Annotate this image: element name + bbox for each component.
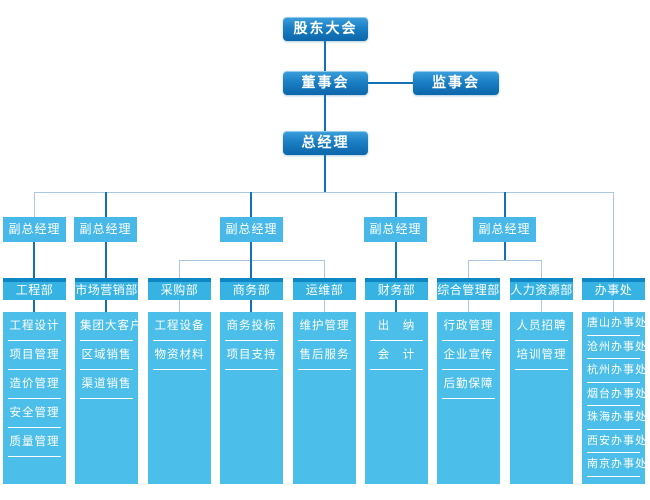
- dept-header-general-admin: 综合管理部: [437, 278, 500, 300]
- connector-line: [34, 192, 614, 193]
- org-item: 培训管理: [515, 341, 568, 370]
- dept-header-finance: 财务部: [365, 278, 428, 300]
- org-item: 会 计: [370, 341, 423, 370]
- org-item: 区域销售: [80, 341, 133, 370]
- org-item: 烟台办事处: [587, 383, 645, 406]
- connector-line: [105, 242, 107, 278]
- connector-line: [368, 82, 413, 84]
- connector-line: [250, 300, 252, 312]
- org-item: 物资材料: [153, 341, 206, 370]
- connector-line: [613, 300, 614, 312]
- org-item: 珠海办事处: [587, 406, 645, 430]
- dept-items-hr: 人员招聘培训管理: [510, 312, 573, 484]
- org-item: 渠道销售: [80, 370, 133, 399]
- connector-line: [395, 242, 397, 278]
- node-deputy-gm-4: 副总经理: [364, 217, 427, 242]
- dept-items-finance: 出 纳会 计: [365, 312, 428, 484]
- dept-items-marketing: 集团大客户区域销售渠道销售: [75, 312, 138, 484]
- org-item: 项目支持: [225, 341, 278, 370]
- dept-header-hr: 人力资源部: [510, 278, 573, 300]
- org-item: 维护管理: [298, 312, 351, 341]
- node-general-manager: 总经理: [283, 131, 368, 155]
- connector-line: [105, 192, 107, 217]
- org-item: 杭州办事处: [587, 359, 645, 383]
- connector-line: [250, 242, 252, 260]
- dept-header-operations: 运维部: [293, 278, 356, 300]
- connector-line: [324, 260, 325, 278]
- org-item: 南京办事处: [587, 453, 645, 477]
- node-shareholders-meeting: 股东大会: [283, 17, 368, 41]
- connector-line: [34, 192, 35, 217]
- dept-items-engineering: 工程设计项目管理造价管理安全管理质量管理: [3, 312, 66, 484]
- dept-header-branch-offices: 办事处: [582, 278, 645, 300]
- node-board-of-directors: 董事会: [283, 71, 368, 95]
- connector-line: [33, 300, 35, 312]
- dept-header-marketing: 市场营销部: [75, 278, 138, 300]
- connector-line: [324, 155, 326, 192]
- connector-line: [33, 242, 35, 278]
- org-item: 集团大客户: [80, 312, 138, 341]
- connector-line: [468, 300, 469, 312]
- org-item: 后勤保障: [442, 370, 495, 399]
- connector-line: [504, 242, 506, 260]
- connector-line: [324, 300, 325, 312]
- org-item: 企业宣传: [442, 341, 495, 370]
- connector-line: [395, 300, 397, 312]
- org-item: 质量管理: [8, 428, 61, 457]
- dept-header-business: 商务部: [220, 278, 283, 300]
- dept-header-purchasing: 采购部: [148, 278, 211, 300]
- dept-items-general-admin: 行政管理企业宣传后勤保障: [437, 312, 500, 484]
- org-item: 西安办事处: [587, 430, 645, 453]
- org-item: 售后服务: [298, 341, 351, 370]
- dept-items-business: 商务投标项目支持: [220, 312, 283, 484]
- org-item: 沧州办事处: [587, 336, 645, 359]
- dept-items-purchasing: 工程设备物资材料: [148, 312, 211, 484]
- dept-items-branch-offices: 唐山办事处沧州办事处杭州办事处烟台办事处珠海办事处西安办事处南京办事处: [582, 312, 645, 484]
- connector-line: [105, 300, 107, 312]
- connector-line: [179, 260, 180, 278]
- org-item: 工程设计: [8, 312, 61, 341]
- org-item: 出 纳: [370, 312, 423, 341]
- node-deputy-gm-2: 副总经理: [74, 217, 137, 242]
- connector-line: [504, 192, 506, 217]
- dept-header-engineering: 工程部: [3, 278, 66, 300]
- org-item: 项目管理: [8, 341, 61, 370]
- connector-line: [541, 260, 542, 278]
- org-item: 商务投标: [225, 312, 278, 341]
- org-item: 唐山办事处: [587, 312, 645, 336]
- connector-line: [395, 192, 397, 217]
- connector-line: [468, 260, 541, 261]
- node-deputy-gm-3: 副总经理: [220, 217, 283, 242]
- connector-line: [324, 41, 326, 71]
- org-item: 安全管理: [8, 399, 61, 428]
- connector-line: [250, 260, 252, 278]
- node-deputy-gm-5: 副总经理: [473, 217, 536, 242]
- connector-line: [613, 192, 614, 278]
- org-item: 人员招聘: [515, 312, 568, 341]
- connector-line: [324, 95, 326, 131]
- connector-line: [468, 260, 469, 278]
- dept-items-operations: 维护管理售后服务: [293, 312, 356, 484]
- connector-line: [179, 300, 180, 312]
- org-item: 工程设备: [153, 312, 206, 341]
- org-item: 造价管理: [8, 370, 61, 399]
- org-item: 行政管理: [442, 312, 495, 341]
- connector-line: [250, 192, 252, 217]
- node-supervisory-board: 监事会: [413, 71, 499, 95]
- node-deputy-gm-1: 副总经理: [3, 217, 66, 242]
- connector-line: [541, 300, 542, 312]
